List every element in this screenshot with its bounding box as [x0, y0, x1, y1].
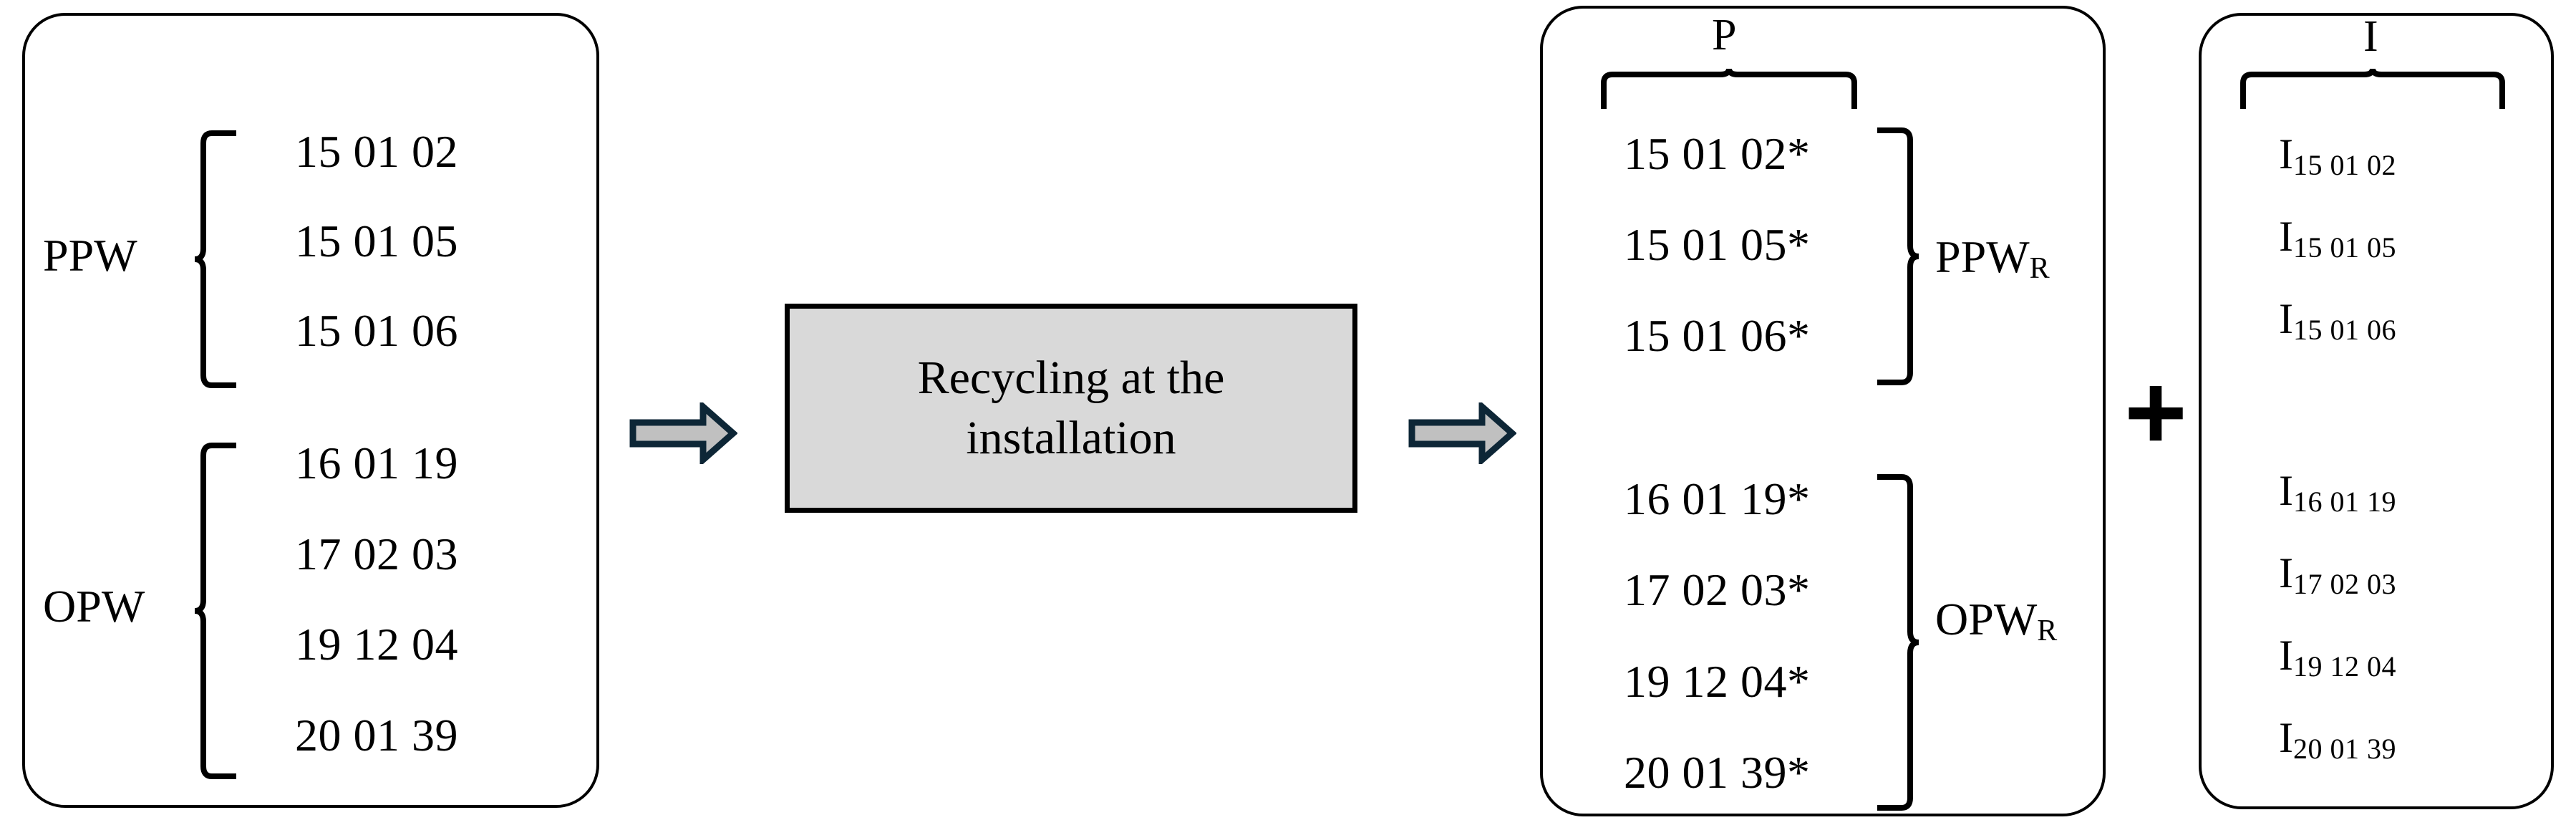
arrow-process-to-output: [1408, 402, 1516, 464]
impact-title-brace: [2240, 66, 2506, 110]
impact-item-5-subscript: 17 02 03: [2292, 568, 2396, 600]
product-group-label-opw-subscript: R: [2037, 614, 2058, 647]
product-box-title: P: [1712, 11, 1737, 59]
input-group-label-opw: OPW: [43, 581, 145, 632]
input-code-ppw-3: 15 01 06: [295, 305, 458, 356]
impact-item-1: I15 01 02: [2279, 130, 2396, 180]
impact-item-7: I20 01 39: [2279, 714, 2396, 763]
input-brace-opw: [192, 443, 242, 779]
input-code-ppw-1: 15 01 02: [295, 126, 458, 177]
product-group-label-opw-text: OPW: [1935, 594, 2038, 645]
product-group-label-ppw-text: PPW: [1935, 231, 2030, 282]
impact-item-6: I19 12 04: [2279, 632, 2396, 681]
input-code-ppw-2: 15 01 05: [295, 216, 458, 266]
product-group-label-opw: OPWR: [1935, 594, 2057, 647]
input-waste-box: [22, 13, 599, 808]
product-code-opw-1: 16 01 19*: [1624, 473, 1811, 524]
product-brace-opw: [1876, 474, 1926, 811]
impact-item-6-symbol: I: [2279, 632, 2293, 679]
product-code-opw-2: 17 02 03*: [1624, 564, 1811, 615]
impact-item-3-subscript: 15 01 06: [2292, 314, 2396, 346]
product-box: [1540, 6, 2106, 816]
impact-item-7-symbol: I: [2279, 714, 2293, 761]
product-code-ppw-2: 15 01 05*: [1624, 219, 1811, 270]
impact-item-2-subscript: 15 01 05: [2292, 231, 2396, 264]
input-code-opw-2: 17 02 03: [295, 529, 458, 579]
input-brace-ppw: [192, 130, 242, 388]
impact-item-4: I16 01 19: [2279, 467, 2396, 516]
impact-item-7-subscript: 20 01 39: [2292, 733, 2396, 765]
product-code-opw-4: 20 01 39*: [1624, 747, 1811, 798]
impact-item-1-symbol: I: [2279, 130, 2293, 178]
product-title-brace: [1600, 66, 1858, 110]
product-group-label-ppw: PPWR: [1935, 231, 2050, 284]
impact-box-title: I: [2363, 12, 2378, 61]
product-code-opw-3: 19 12 04*: [1624, 656, 1811, 707]
impact-item-4-symbol: I: [2279, 467, 2293, 514]
arrow-input-to-process: [629, 402, 737, 464]
recycling-process-label: Recycling at the installation: [917, 351, 1225, 464]
input-code-opw-3: 19 12 04: [295, 619, 458, 670]
input-code-opw-1: 16 01 19: [295, 438, 458, 488]
product-brace-ppw: [1876, 127, 1926, 385]
recycling-process-box: Recycling at the installation: [785, 304, 1357, 513]
impact-item-5-symbol: I: [2279, 549, 2293, 597]
product-group-label-ppw-subscript: R: [2029, 252, 2050, 285]
input-code-opw-4: 20 01 39: [295, 710, 458, 761]
impact-item-3-symbol: I: [2279, 295, 2293, 342]
impact-item-2-symbol: I: [2279, 213, 2293, 260]
impact-item-2: I15 01 05: [2279, 213, 2396, 262]
input-group-label-ppw: PPW: [43, 230, 137, 281]
impact-item-3: I15 01 06: [2279, 295, 2396, 344]
plus-operator: +: [2124, 352, 2187, 472]
impact-item-6-subscript: 19 12 04: [2292, 650, 2396, 682]
impact-item-1-subscript: 15 01 02: [2292, 149, 2396, 181]
impact-item-4-subscript: 16 01 19: [2292, 486, 2396, 518]
product-code-ppw-1: 15 01 02*: [1624, 128, 1811, 179]
product-code-ppw-3: 15 01 06*: [1624, 310, 1811, 361]
impact-box: [2199, 13, 2554, 809]
impact-item-5: I17 02 03: [2279, 549, 2396, 599]
